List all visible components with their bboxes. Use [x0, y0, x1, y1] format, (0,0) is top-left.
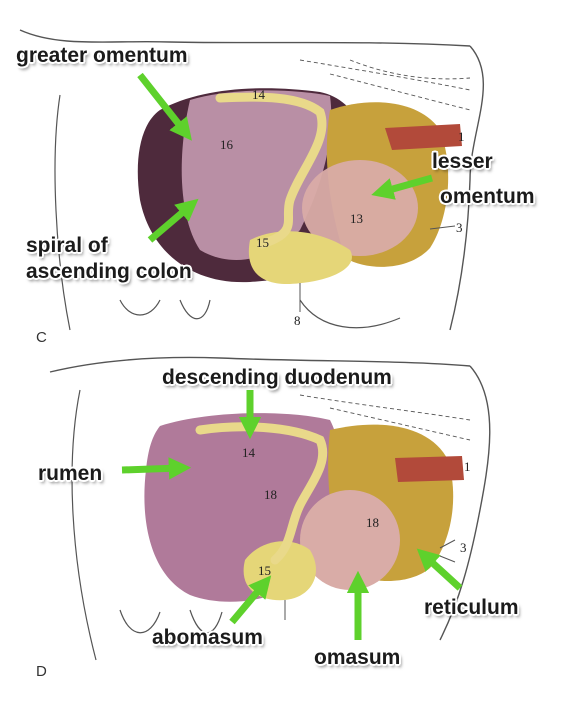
- c-number-13: 13: [350, 211, 363, 226]
- d-number-18a: 18: [264, 487, 277, 502]
- panel-c-drawing: [19, 29, 484, 331]
- panel-d-omasum: [300, 490, 400, 590]
- panel-c-artery: [385, 124, 462, 150]
- greater-omentum-arrow: [137, 72, 192, 141]
- spiral-colon-arrow: [147, 198, 199, 243]
- lesser-omentum-label-line1: lesser: [432, 150, 493, 173]
- panel-c-letter: C: [36, 329, 47, 346]
- descending-duodenum-label: descending duodenum: [162, 366, 392, 389]
- lesser-omentum-label-line2: omentum: [440, 185, 535, 208]
- omasum-label: omasum: [314, 646, 401, 669]
- reticulum-arrow: [416, 548, 463, 591]
- d-number-3: 3: [460, 540, 467, 555]
- reticulum-label: reticulum: [424, 596, 519, 619]
- panel-c-abomasum: [248, 231, 352, 285]
- panel-d-body-outline: [49, 356, 491, 641]
- panel-c-body-outline: [19, 29, 484, 331]
- c-number-3: 3: [456, 220, 463, 235]
- c-number-14: 14: [252, 87, 265, 102]
- c-number-15: 15: [256, 235, 269, 250]
- spiral-colon-label-line2: ascending colon: [26, 260, 192, 283]
- c-number-16: 16: [220, 137, 233, 152]
- c-number-8: 8: [294, 313, 301, 328]
- panel-d-leader-lines: [284, 539, 456, 620]
- abomasum-arrow: [229, 575, 272, 625]
- panel-d-letter: D: [36, 663, 47, 680]
- greater-omentum-label: greater omentum: [16, 44, 188, 67]
- panel-c-spine-lines: [299, 59, 471, 111]
- panel-d-artery: [395, 456, 464, 482]
- d-number-18b: 18: [366, 515, 379, 530]
- spiral-colon-label-line1: spiral of: [26, 234, 108, 257]
- c-number-1: 1: [458, 129, 465, 144]
- panel-d-spine-lines: [299, 394, 471, 441]
- d-number-15: 15: [258, 563, 271, 578]
- panel-d-leg-outline: [71, 389, 223, 661]
- rumen-arrow: [121, 457, 192, 480]
- lesser-omentum-arrow: [371, 174, 433, 200]
- panel-c-duodenum: [215, 92, 327, 249]
- d-number-1: 1: [464, 459, 471, 474]
- d-number-14: 14: [242, 445, 255, 460]
- panel-c-leader-lines: [299, 225, 456, 312]
- panel-c-leg-outline: [54, 94, 401, 331]
- panel-d-drawing: [49, 356, 491, 661]
- rumen-label: rumen: [38, 462, 103, 485]
- abomasum-label: abomasum: [152, 626, 263, 649]
- panel-c-greater-omentum-sheet: [181, 90, 332, 261]
